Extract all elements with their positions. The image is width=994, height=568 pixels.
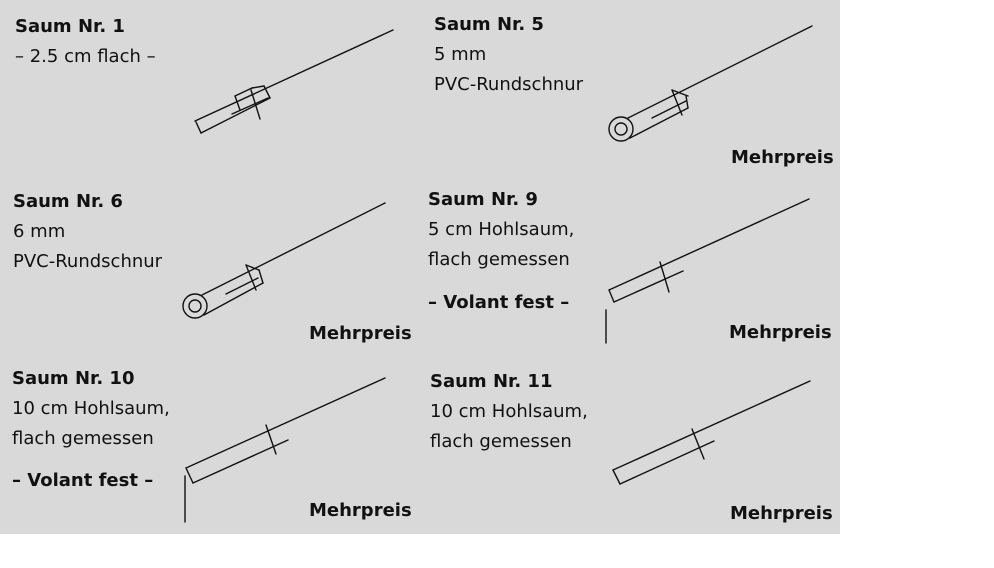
hem-6-desc-1: 6 mm	[13, 221, 66, 242]
hem-11-surcharge: Mehrpreis	[730, 503, 833, 524]
panel-right	[418, 0, 840, 534]
hem-10-extra: – Volant fest –	[12, 470, 154, 491]
hem-11-desc-1: 10 cm Hohlsaum,	[430, 401, 588, 422]
hem-5-title: Saum Nr. 5	[434, 14, 544, 35]
panel-left	[0, 0, 418, 534]
hem-6-title: Saum Nr. 6	[13, 191, 123, 212]
hem-11-sketch	[612, 380, 811, 485]
hem-6-sketch	[182, 202, 386, 319]
hem-11-text: Saum Nr. 11 10 cm Hohlsaum, flach gemess…	[430, 367, 588, 457]
hem-9-desc-1: 5 cm Hohlsaum,	[428, 219, 575, 240]
hem-11-desc-2: flach gemessen	[430, 431, 572, 452]
hem-9-text: Saum Nr. 9 5 cm Hohlsaum, flach gemessen	[428, 185, 574, 275]
hem-5-text: Saum Nr. 5 5 mm PVC-Rundschnur	[434, 10, 583, 100]
hem-9-desc-2: flach gemessen	[428, 249, 570, 270]
hem-11-title: Saum Nr. 11	[430, 371, 553, 392]
hem-9-surcharge: Mehrpreis	[729, 322, 832, 343]
hem-5-desc-1: 5 mm	[434, 44, 487, 65]
hem-1-desc-1: – 2.5 cm flach –	[15, 46, 156, 67]
hem-9-sketch	[605, 198, 810, 344]
hem-5-sketch	[608, 25, 813, 142]
hem-6-surcharge: Mehrpreis	[309, 323, 412, 344]
hem-9-title: Saum Nr. 9	[428, 189, 538, 210]
hem-9-extra: – Volant fest –	[428, 292, 570, 313]
hem-1-sketch	[194, 29, 394, 134]
hem-6-desc-2: PVC-Rundschnur	[13, 251, 163, 272]
hem-5-surcharge: Mehrpreis	[731, 147, 834, 168]
hem-10-title: Saum Nr. 10	[12, 368, 135, 389]
hem-10-sketch	[184, 377, 386, 523]
hem-10-surcharge: Mehrpreis	[309, 500, 412, 521]
hem-10-desc-2: flach gemessen	[12, 428, 154, 449]
hem-1-title: Saum Nr. 1	[15, 16, 125, 37]
hem-6-text: Saum Nr. 6 6 mm PVC-Rundschnur	[13, 187, 162, 277]
hem-5-desc-2: PVC-Rundschnur	[434, 74, 584, 95]
hem-10-text: Saum Nr. 10 10 cm Hohlsaum, flach gemess…	[12, 364, 170, 454]
hem-10-desc-1: 10 cm Hohlsaum,	[12, 398, 170, 419]
hem-1-text: Saum Nr. 1 – 2.5 cm flach –	[15, 12, 156, 72]
